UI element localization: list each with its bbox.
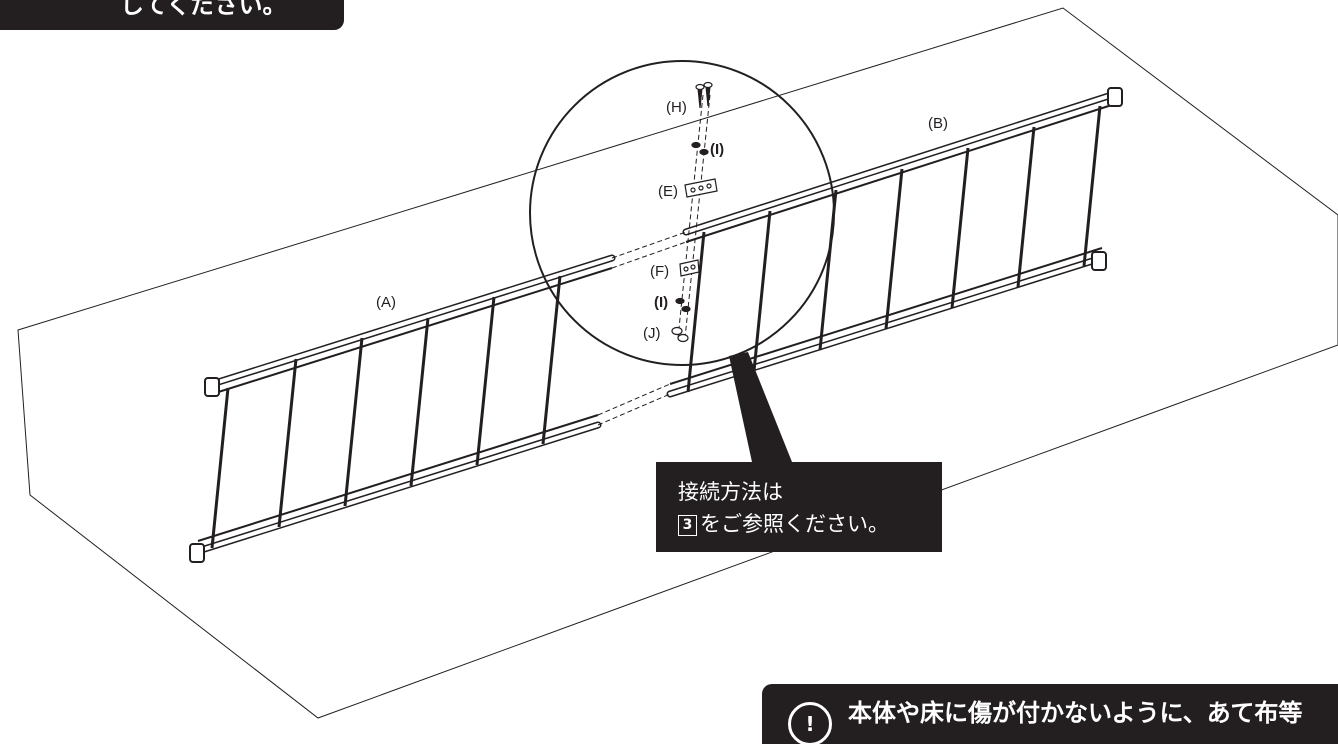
callout-pointer — [729, 352, 792, 462]
assembly-illustration: (A) (B) (H) (I) (E) (F) (I) (J) — [17, 7, 1338, 719]
top-banner-text: してください。 — [120, 0, 287, 19]
label-i-washer-bottom: (I) — [654, 294, 668, 311]
label-h-screw: (H) — [666, 99, 687, 116]
callout-line-1: 接続方法は — [678, 480, 783, 504]
label-j-nut: (J) — [643, 325, 661, 342]
label-panel-a: (A) — [376, 294, 396, 311]
connection-lines — [597, 94, 711, 426]
floor-cloth — [17, 7, 1338, 719]
label-panel-b: (B) — [928, 115, 948, 132]
step-number-badge: 3 — [678, 515, 697, 536]
hardware-parts — [671, 81, 718, 343]
label-f-plate: (F) — [650, 263, 669, 280]
caution-note-text: 本体や床に傷が付かないように、あて布等 — [848, 699, 1303, 727]
label-e-plate: (E) — [658, 183, 678, 200]
top-banner: してください。 — [0, 0, 344, 30]
caution-note: ! 本体や床に傷が付かないように、あて布等 — [762, 684, 1338, 746]
callout-line-2-text: をご参照ください。 — [700, 512, 889, 536]
detail-circle — [529, 60, 835, 366]
label-i-washer-top: (I) — [710, 141, 724, 158]
warning-icon: ! — [788, 702, 832, 746]
